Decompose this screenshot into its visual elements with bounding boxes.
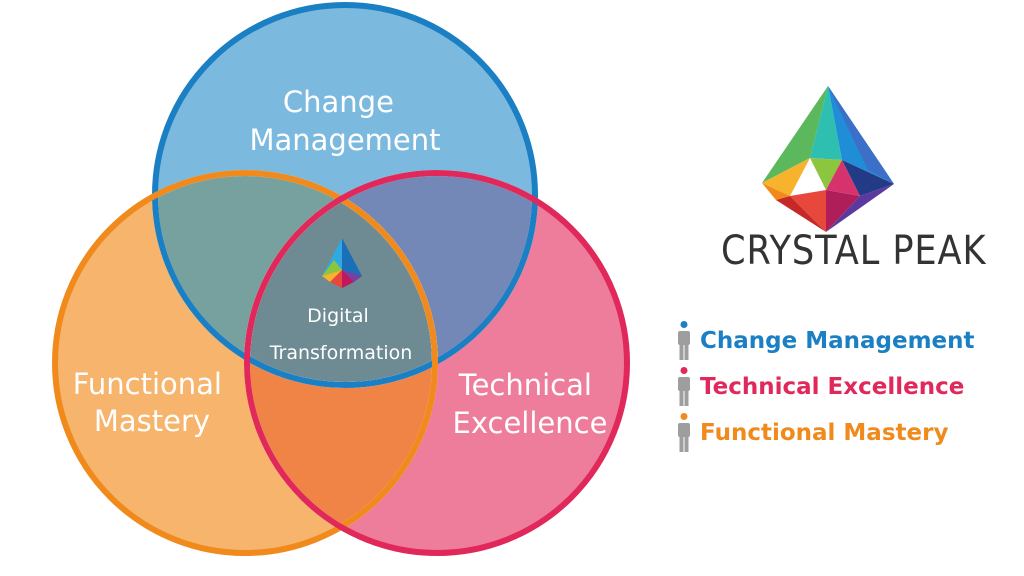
legend-item-change-management: Change Management xyxy=(672,318,1012,364)
legend-item-functional-mastery: Functional Mastery xyxy=(672,410,1012,456)
functional-mastery-label: Functional Mastery xyxy=(73,367,231,438)
legend-item-technical-excellence: Technical Excellence xyxy=(672,364,1012,410)
crystal-peak-logo-icon xyxy=(762,86,894,232)
person-icon xyxy=(678,321,690,360)
change-management-label: Change Management xyxy=(249,85,440,157)
venn-diagram: Change Management Functional Mastery Tec… xyxy=(52,2,630,556)
legend-label: Technical Excellence xyxy=(700,374,965,400)
crystal-peak-small-icon xyxy=(322,238,362,288)
technical-excellence-outline xyxy=(244,170,630,556)
legend: Change Management Technical Excellence F… xyxy=(672,318,1012,456)
legend-label: Functional Mastery xyxy=(700,420,949,446)
brand-name: CRYSTAL PEAK xyxy=(721,228,987,274)
functional-mastery-outline xyxy=(52,170,438,556)
technical-excellence-label: Technical Excellence xyxy=(453,368,608,440)
legend-label: Change Management xyxy=(700,328,975,354)
person-icon xyxy=(678,413,690,452)
digital-transformation-label: Digital Transformation xyxy=(269,305,413,364)
person-icon xyxy=(678,367,690,406)
